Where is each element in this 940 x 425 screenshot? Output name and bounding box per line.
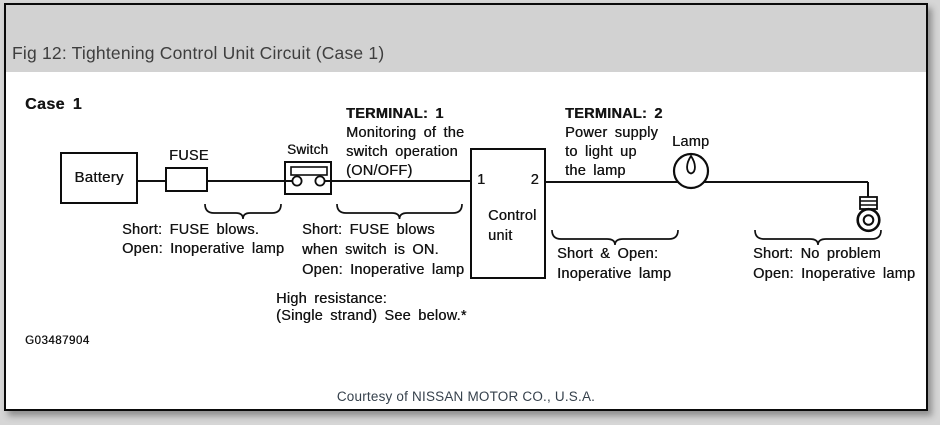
terminal-1-note-line: (ON/OFF): [346, 163, 413, 179]
terminal-1-note-title: TERMINAL: 1: [346, 106, 444, 122]
terminal-2-note: TERMINAL: 2 Power supply to light up the…: [565, 105, 663, 181]
switch-to-control-note-line: Open: Inoperative lamp: [302, 262, 465, 278]
fuse-to-switch-note: Short: FUSE blows. Open: Inoperative lam…: [122, 221, 284, 258]
fuse-to-switch-note-line: Open: Inoperative lamp: [122, 240, 285, 257]
high-resistance-note-line: High resistance:: [276, 291, 387, 307]
courtesy-credit: Courtesy of NISSAN MOTOR CO., U.S.A.: [336, 389, 596, 404]
lamp-filament-icon: [686, 154, 696, 175]
battery-box: Battery: [60, 152, 138, 204]
switch-contact-left: [291, 175, 303, 187]
lamp-to-ground-note: Short: No problem Open: Inoperative lamp: [753, 245, 915, 284]
circuit-diagram-canvas: [137, 152, 882, 246]
battery-label: Battery: [74, 169, 124, 186]
terminal-1-note-line: switch operation: [346, 144, 458, 160]
switch-contact-right: [314, 175, 326, 187]
brace-fuse-to-switch: [204, 203, 282, 220]
control-unit-label: Control unit: [488, 206, 537, 246]
terminal-1-pin: 1: [477, 172, 486, 188]
switch-symbol: [284, 161, 332, 195]
figure-panel: Fig 12: Tightening Control Unit Circuit …: [4, 3, 928, 411]
control-to-lamp-note-line: Short & Open:: [557, 246, 659, 262]
terminal-2-pin: 2: [530, 172, 539, 188]
fuse-box: [165, 167, 208, 192]
brace-control-to-lamp: [551, 229, 679, 246]
brace-switch-to-control: [336, 203, 463, 220]
switch-to-control-note-line: when switch is ON.: [302, 242, 439, 258]
control-unit-label-line2: unit: [488, 228, 513, 244]
figure-title: Fig 12: Tightening Control Unit Circuit …: [12, 43, 385, 63]
control-unit-label-line1: Control: [488, 208, 537, 224]
switch-blade: [290, 166, 328, 176]
case-label: Case 1: [25, 96, 82, 113]
fuse-to-switch-note-line: Short: FUSE blows.: [122, 222, 260, 238]
terminal-2-note-line: Power supply: [565, 125, 659, 141]
ground-symbol: [856, 196, 881, 233]
control-to-lamp-note-line: Inoperative lamp: [557, 265, 672, 282]
high-resistance-note: High resistance: (Single strand) See bel…: [276, 291, 467, 324]
control-to-lamp-note: Short & Open: Inoperative lamp: [557, 245, 671, 284]
lamp-to-ground-note-line: Open: Inoperative lamp: [753, 265, 916, 282]
fuse-label: FUSE: [169, 148, 209, 164]
terminal-2-note-line: to light up: [565, 144, 637, 160]
control-unit-box: 1 2 Control unit: [470, 148, 546, 279]
brace-lamp-to-ground: [754, 229, 882, 246]
terminal-2-note-title: TERMINAL: 2: [565, 106, 663, 122]
terminal-1-note-line: Monitoring of the: [346, 125, 465, 141]
lamp-symbol: [672, 152, 710, 190]
switch-label: Switch: [287, 142, 329, 157]
terminal-1-note: TERMINAL: 1 Monitoring of the switch ope…: [346, 105, 464, 181]
lamp-to-ground-note-line: Short: No problem: [753, 246, 881, 262]
figure-reference-code: G03487904: [25, 335, 90, 347]
high-resistance-note-line: (Single strand) See below.*: [276, 307, 467, 324]
lamp-label: Lamp: [672, 134, 710, 150]
switch-to-control-note: Short: FUSE blows when switch is ON. Ope…: [302, 220, 464, 280]
terminal-2-note-line: the lamp: [565, 163, 626, 179]
switch-to-control-note-line: Short: FUSE blows: [302, 222, 435, 238]
figure-title-bar: Fig 12: Tightening Control Unit Circuit …: [6, 5, 926, 72]
